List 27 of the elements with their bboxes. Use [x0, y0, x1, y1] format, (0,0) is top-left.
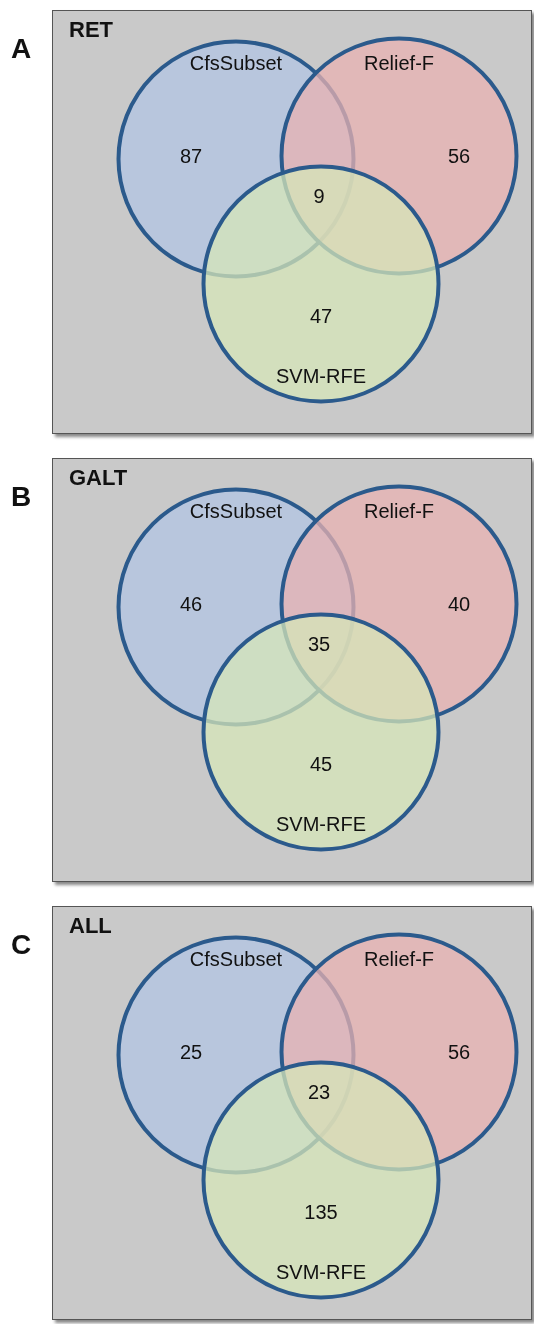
count-label: 87 [179, 144, 203, 168]
count-label: 45 [309, 752, 333, 776]
panel-title: ALL [69, 913, 112, 939]
count-label: 35 [307, 632, 331, 656]
panel-letter: B [11, 481, 32, 513]
count-label: 56 [447, 144, 471, 168]
count-label: 135 [304, 1200, 338, 1224]
set-label: Relief-F [364, 947, 434, 971]
set-label: CfsSubset [189, 947, 283, 971]
count-label: 40 [447, 592, 471, 616]
count-label: 25 [179, 1040, 203, 1064]
panel-title: GALT [69, 465, 128, 491]
count-label: 46 [179, 592, 203, 616]
panel-letter: C [11, 929, 32, 961]
set-label: SVM-RFE [276, 812, 366, 836]
set-label: Relief-F [364, 51, 434, 75]
panel-title: RET [69, 17, 113, 43]
count-label: 56 [447, 1040, 471, 1064]
count-label: 9 [313, 184, 325, 208]
panel-letter: A [11, 33, 32, 65]
set-label: CfsSubset [189, 51, 283, 75]
count-label: 23 [307, 1080, 331, 1104]
set-label: SVM-RFE [276, 364, 366, 388]
count-label: 47 [309, 304, 333, 328]
set-label: CfsSubset [189, 499, 283, 523]
set-label: Relief-F [364, 499, 434, 523]
set-label: SVM-RFE [276, 1260, 366, 1284]
